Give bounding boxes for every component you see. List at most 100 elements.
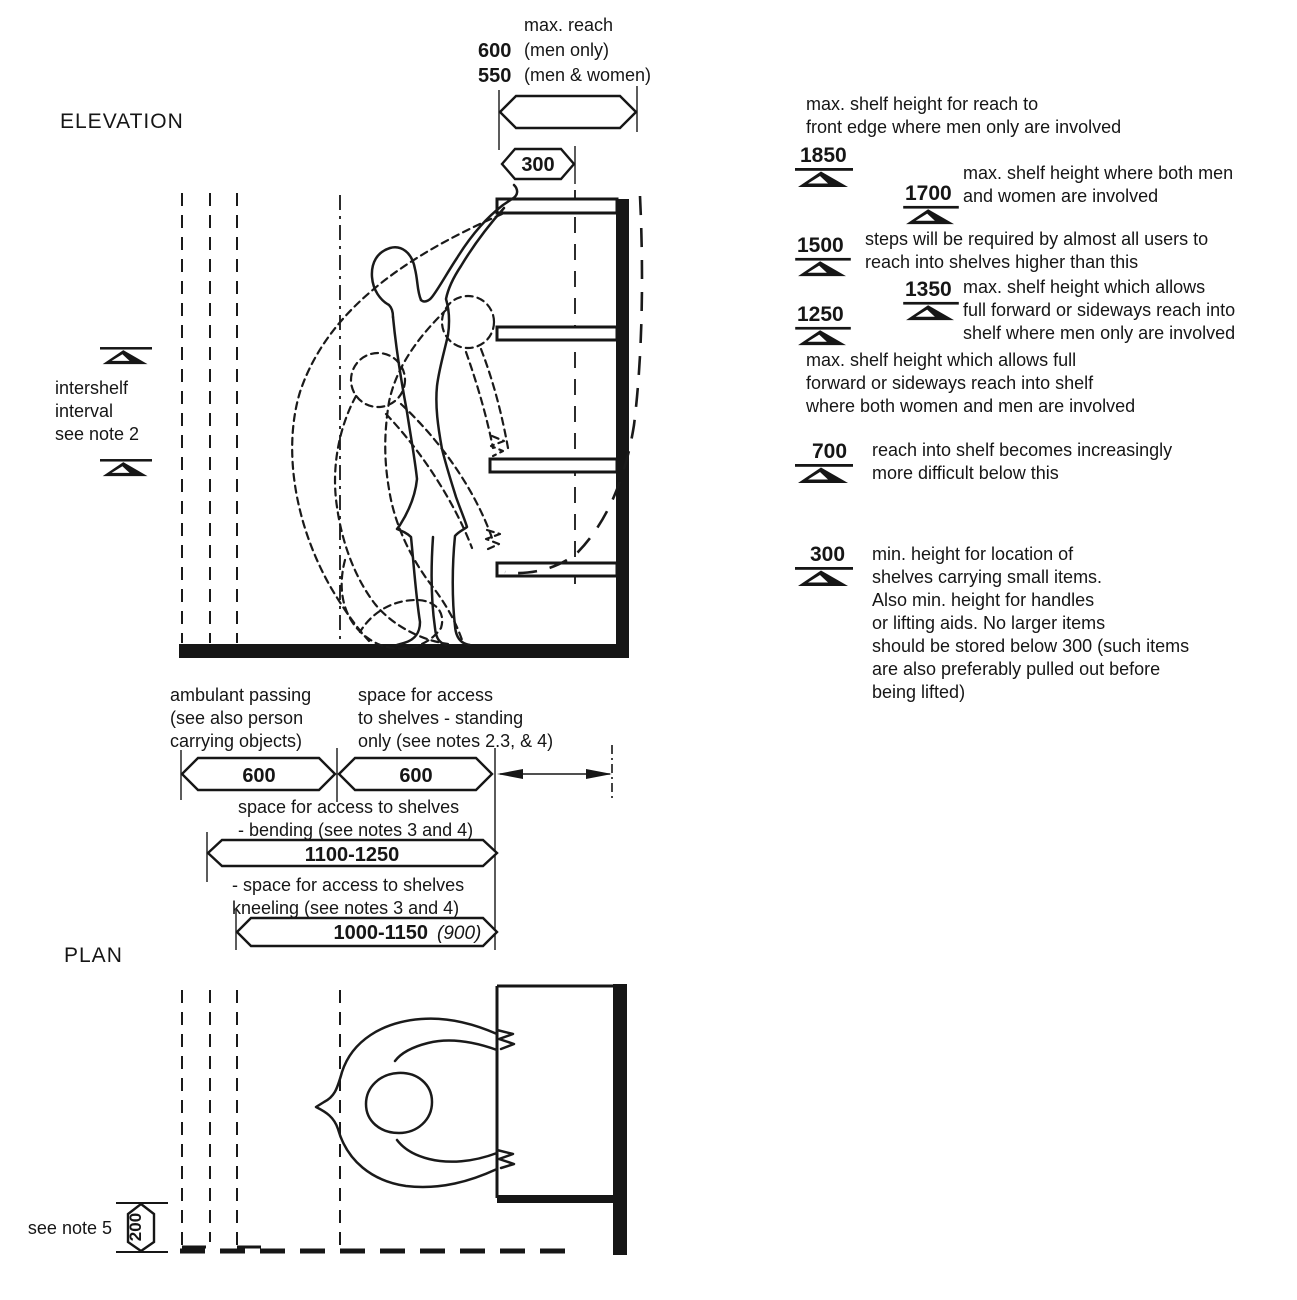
dim-arrow-200 bbox=[126, 1202, 156, 1253]
intershelf-line: interval bbox=[55, 401, 113, 421]
top-dimensions: max. reach 600 (men only) 550 (men & wom… bbox=[478, 15, 651, 184]
reach-arc-right bbox=[504, 195, 644, 575]
standing-figure bbox=[370, 183, 519, 647]
standing-label-line: space for access bbox=[358, 685, 493, 705]
legend-value-700: 700 bbox=[812, 440, 847, 463]
legend-line: more difficult below this bbox=[872, 463, 1059, 483]
legend-line: front edge where men only are involved bbox=[806, 117, 1121, 137]
legend-value-1350: 1350 bbox=[905, 278, 952, 301]
legend-line: steps will be required by almost all use… bbox=[865, 229, 1208, 249]
max-reach-value-men-women: 550 bbox=[478, 65, 511, 87]
dim-arrow-kneeling bbox=[235, 916, 499, 948]
plan-shelf-front bbox=[497, 1195, 614, 1203]
legend-line: should be stored below 300 (such items bbox=[872, 636, 1189, 656]
kneeling-figure-head bbox=[349, 351, 407, 409]
bending-label-line: space for access to shelves bbox=[238, 797, 459, 817]
bending-figure-arm bbox=[479, 347, 510, 450]
legend-line: where both women and men are involved bbox=[805, 396, 1135, 416]
legend-line: shelf where men only are involved bbox=[963, 323, 1235, 343]
dim-value-300-top: 300 bbox=[521, 154, 554, 176]
kneeling-figure-arm bbox=[399, 402, 494, 540]
standing-figure-back-left-leg bbox=[391, 315, 422, 647]
elevation-guide-lines bbox=[181, 190, 576, 643]
legend-value-1500: 1500 bbox=[797, 234, 844, 257]
legend-value-1700: 1700 bbox=[905, 182, 952, 205]
arrowhead-right bbox=[586, 769, 612, 779]
plan-view: PLAN 200 see note 5 bbox=[28, 944, 627, 1255]
shelf-unit-elevation bbox=[179, 197, 629, 658]
dim-tick bbox=[116, 1202, 168, 1253]
bending-figure-head bbox=[440, 294, 496, 350]
datum-level-icon bbox=[795, 257, 851, 277]
reach-envelope-arc bbox=[291, 212, 504, 643]
wall bbox=[616, 199, 629, 655]
datum-level-icon bbox=[903, 301, 959, 321]
shelf-3 bbox=[488, 457, 619, 474]
bending-label-line: - bending (see notes 3 and 4) bbox=[238, 820, 473, 840]
dim-value-bending: 1100-1250 bbox=[305, 844, 400, 866]
elevation-view: max. reach 600 (men only) 550 (men & wom… bbox=[55, 15, 651, 658]
kneeling-label-line: kneeling (see notes 3 and 4) bbox=[232, 898, 459, 918]
standing-figure-inner-leg bbox=[430, 535, 448, 647]
datum-level-icon bbox=[795, 168, 853, 187]
legend-line: max. shelf height which allows bbox=[963, 277, 1205, 297]
plan-title: PLAN bbox=[64, 944, 123, 967]
datum-level-icon bbox=[795, 464, 853, 483]
legend-line: reach into shelf becomes increasingly bbox=[872, 440, 1172, 460]
standing-figure-front-right-leg bbox=[435, 206, 506, 647]
legend-line: or lifting aids. No larger items bbox=[872, 613, 1105, 633]
plan-note: see note 5 bbox=[28, 1218, 112, 1238]
standing-label-line: to shelves - standing bbox=[358, 708, 523, 728]
datum-level-icon bbox=[795, 326, 851, 346]
datum-level-icon bbox=[795, 567, 853, 586]
kneeling-figure-arm-inner bbox=[384, 412, 474, 550]
shelf-unit-plan bbox=[495, 984, 627, 1255]
standing-label-line: only (see notes 2.3, & 4) bbox=[358, 731, 553, 751]
dim-arrow-standing bbox=[337, 756, 494, 792]
plan-figure-hand-lower bbox=[495, 1148, 516, 1170]
kneeling-label-line: - space for access to shelves bbox=[232, 875, 464, 895]
passing-label-line: (see also person bbox=[170, 708, 303, 728]
plan-guide-lines bbox=[180, 990, 570, 1254]
shelf-2 bbox=[495, 325, 619, 342]
standing-figure-arm-outer bbox=[419, 183, 519, 303]
legend-line: are also preferably pulled out before bbox=[872, 659, 1160, 679]
plan-figure-hand-upper bbox=[495, 1028, 516, 1051]
bending-figure-hand bbox=[489, 434, 506, 458]
legend-line: Also min. height for handles bbox=[872, 590, 1094, 610]
legend-line: min. height for location of bbox=[872, 544, 1074, 564]
plan-figure-arm-lower bbox=[395, 1138, 499, 1163]
reach-arcs bbox=[291, 195, 644, 643]
intershelf-line: see note 2 bbox=[55, 424, 139, 444]
kneeling-figure-hand bbox=[484, 528, 502, 551]
datum-level-icon bbox=[100, 459, 152, 477]
legend-line: full forward or sideways reach into bbox=[963, 300, 1235, 320]
max-reach-value-men: 600 bbox=[478, 40, 511, 62]
datum-level-icon bbox=[100, 347, 152, 365]
passing-label-line: ambulant passing bbox=[170, 685, 311, 705]
legend-line: and women are involved bbox=[963, 186, 1158, 206]
legend-line: forward or sideways reach into shelf bbox=[806, 373, 1094, 393]
elevation-title: ELEVATION bbox=[60, 110, 184, 133]
legend-line: being lifted) bbox=[872, 682, 965, 702]
plan-wall bbox=[613, 984, 627, 1255]
legend-line: reach into shelves higher than this bbox=[865, 252, 1138, 272]
legend-column: max. shelf height for reach to front edg… bbox=[795, 94, 1235, 702]
legend-line: max. shelf height for reach to bbox=[806, 94, 1038, 114]
dim-arrow-bending bbox=[206, 838, 499, 868]
passing-label-line: carrying objects) bbox=[170, 731, 302, 751]
max-reach-note-men: (men only) bbox=[524, 40, 609, 60]
legend-line: shelves carrying small items. bbox=[872, 567, 1102, 587]
legend-value-1850: 1850 bbox=[800, 144, 847, 167]
legend-value-1250: 1250 bbox=[797, 303, 844, 326]
standing-figure-head bbox=[370, 246, 423, 319]
dim-value-standing: 600 bbox=[399, 765, 432, 787]
plan-figure-arm-upper bbox=[393, 1039, 499, 1063]
dim-value-kneeling: 1000-1150 bbox=[333, 922, 428, 944]
plan-dimension-200: 200 see note 5 bbox=[28, 1202, 168, 1253]
legend-line: max. shelf height where both men bbox=[963, 163, 1233, 183]
dim-value-200: 200 bbox=[126, 1213, 145, 1241]
intershelf-line: intershelf bbox=[55, 378, 129, 398]
